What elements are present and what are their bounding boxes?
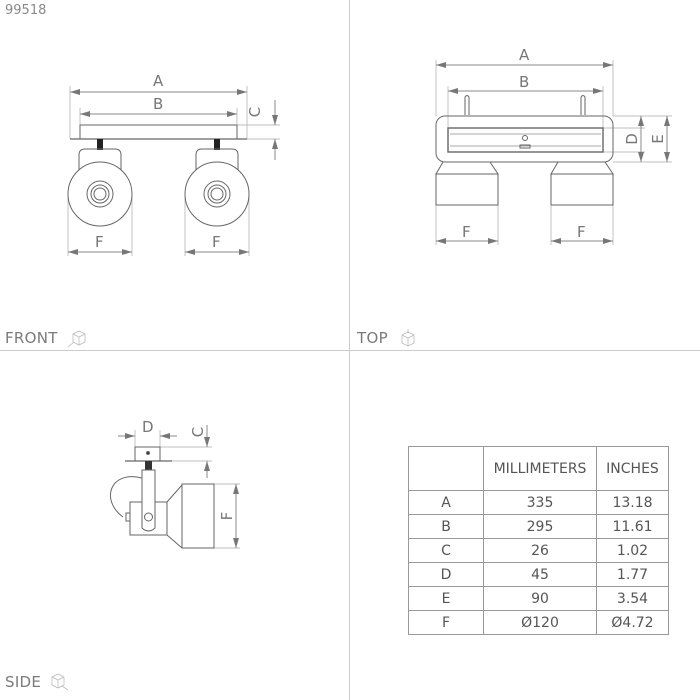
mm-cell: 295 (483, 514, 597, 539)
dim-cell: B (408, 514, 484, 539)
dim-cell: C (408, 538, 484, 563)
in-cell: 11.61 (596, 514, 669, 539)
mm-cell: 45 (483, 562, 597, 587)
header-cell (408, 446, 484, 491)
dimension-labels: A B C F F A B D E F F D C F (95, 46, 667, 520)
dim-label-f: F (95, 233, 104, 251)
front-view (67, 86, 280, 256)
dim-label-b: B (153, 95, 163, 113)
in-cell: 13.18 (596, 490, 669, 515)
dim-cell: F (408, 610, 484, 635)
mm-cell: Ø120 (483, 610, 597, 635)
dim-label-a: A (153, 72, 164, 90)
dim-label-e: E (649, 134, 667, 143)
dim-cell: A (408, 490, 484, 515)
side-view (110, 425, 240, 549)
dim-cell: E (408, 586, 484, 611)
table-header-row: MILLIMETERS INCHES (408, 446, 669, 491)
dim-label-c: C (189, 427, 207, 437)
mm-cell: 26 (483, 538, 597, 563)
product-code: 99518 (5, 3, 47, 18)
mm-cell: 90 (483, 586, 597, 611)
cube-top-icon (401, 329, 415, 347)
dim-label-d: D (623, 133, 641, 145)
top-view (435, 60, 672, 245)
dim-label-c: C (246, 107, 264, 117)
dim-label-f: F (462, 223, 471, 241)
in-cell: 1.77 (596, 562, 669, 587)
dim-label-a: A (519, 46, 530, 64)
dim-label-f: F (218, 512, 236, 521)
cube-side-icon (51, 673, 69, 691)
dim-label-b: B (519, 73, 529, 91)
front-view-label: FRONT (5, 329, 58, 347)
dim-label-d: D (142, 418, 154, 436)
in-cell: Ø4.72 (596, 610, 669, 635)
in-cell: 3.54 (596, 586, 669, 611)
header-millimeters: MILLIMETERS (483, 446, 597, 491)
dim-cell: D (408, 562, 484, 587)
header-inches: INCHES (596, 446, 669, 491)
dim-label-f: F (577, 223, 586, 241)
in-cell: 1.02 (596, 538, 669, 563)
side-view-label: SIDE (5, 673, 42, 691)
top-view-label: TOP (357, 329, 388, 347)
cube-front-icon (67, 330, 86, 348)
dim-label-f: F (212, 233, 221, 251)
mm-cell: 335 (483, 490, 597, 515)
